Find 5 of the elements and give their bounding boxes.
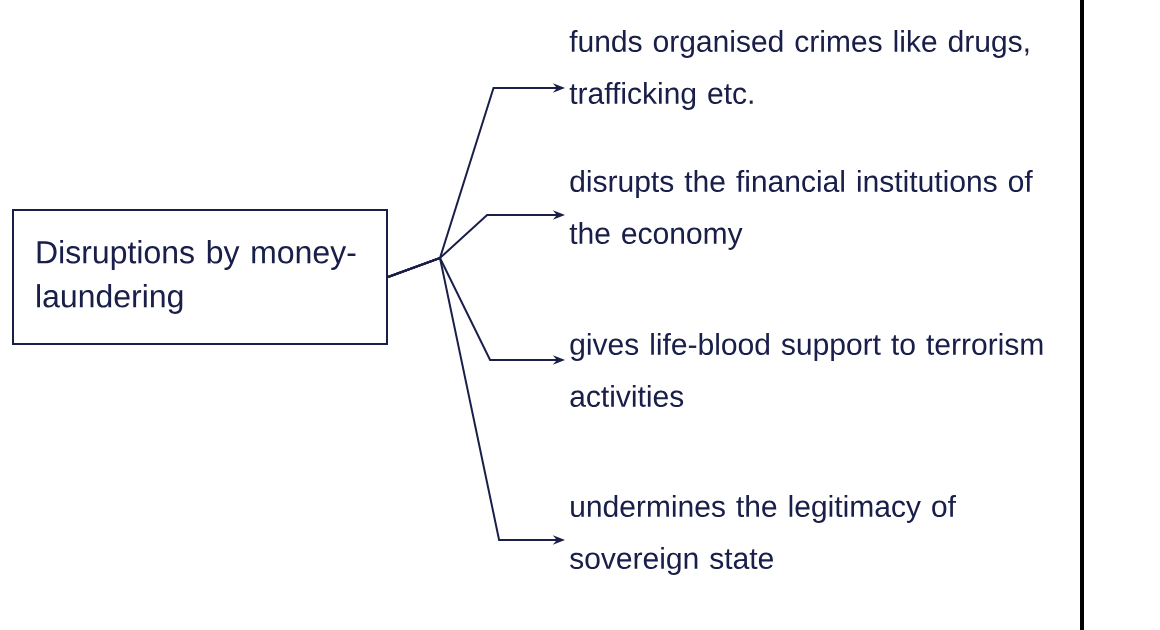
branch-text: gives life-blood support to terrorism activities bbox=[570, 333, 1043, 407]
branch-text: undermines the legitimacy of sovereign state bbox=[570, 495, 956, 575]
branch-text: funds organised crimes like drugs, trafficking etc. bbox=[569, 30, 1029, 110]
branch-text: disrupts the financial institutions of the economy bbox=[569, 170, 1033, 250]
title-box: Disruptions by money-laundering bbox=[12, 209, 388, 345]
